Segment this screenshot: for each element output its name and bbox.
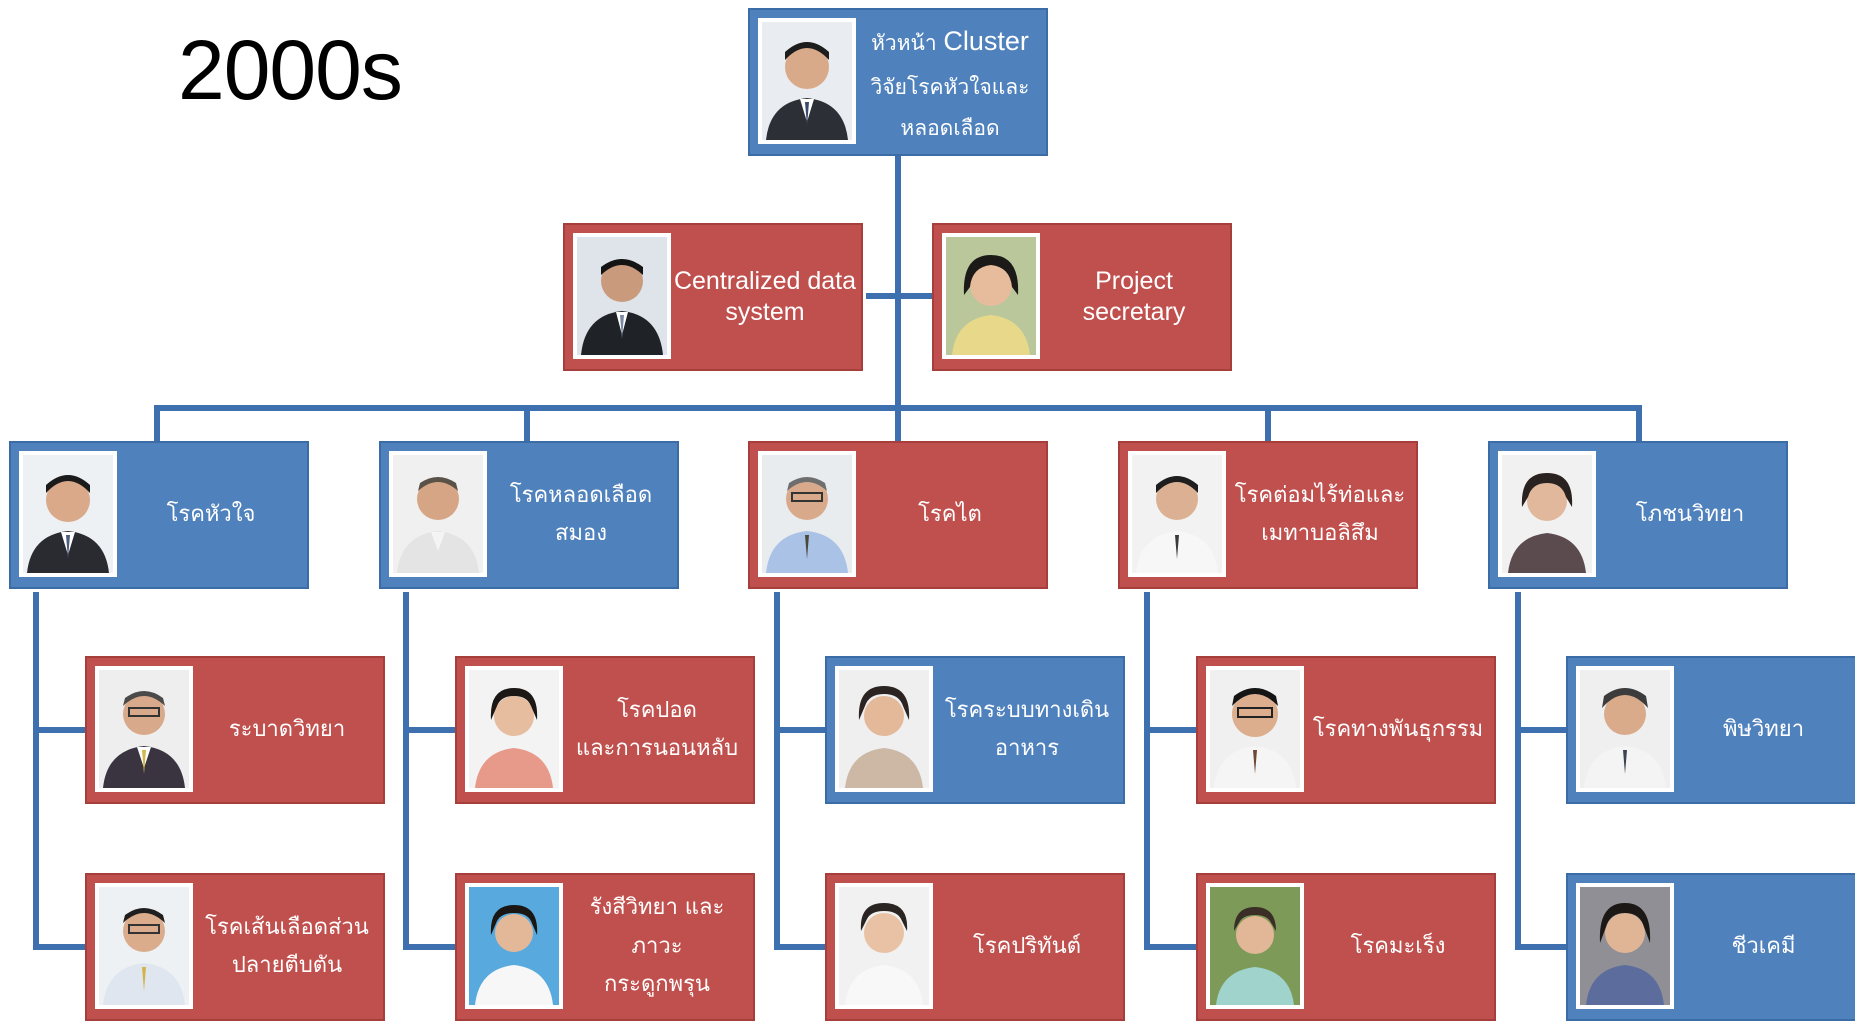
member-node-cancer[interactable]: โรคมะเร็ง bbox=[1196, 873, 1496, 1021]
head-title-line3: หลอดเลือด bbox=[900, 116, 1000, 141]
leader-label-nutrition: โภชนวิทยา bbox=[1635, 501, 1745, 527]
support-photo-data-system bbox=[573, 233, 671, 359]
leader-photo-stroke bbox=[389, 451, 487, 577]
member-label-gastro: โรคระบบทางเดินอาหาร bbox=[944, 697, 1110, 762]
member-node-lung-sleep[interactable]: โรคปอดและการนอนหลับ bbox=[455, 656, 755, 804]
leader-photo-kidney bbox=[758, 451, 856, 577]
member-node-gastro[interactable]: โรคระบบทางเดินอาหาร bbox=[825, 656, 1125, 804]
head-label: หัวหน้า Cluster วิจัยโรคหัวใจและ หลอดเลื… bbox=[858, 10, 1042, 154]
member-label-biochemistry: ชีวเคมี bbox=[1731, 933, 1796, 959]
member-node-biochemistry[interactable]: ชีวเคมี bbox=[1566, 873, 1855, 1021]
member-label-lung-sleep: โรคปอดและการนอนหลับ bbox=[575, 697, 739, 762]
leader-node-kidney[interactable]: โรคไต bbox=[748, 441, 1048, 589]
head-node[interactable]: หัวหน้า Cluster วิจัยโรคหัวใจและ หลอดเลื… bbox=[748, 8, 1048, 156]
leader-node-endocrine[interactable]: โรคต่อมไร้ท่อและเมทาบอลิสึม bbox=[1118, 441, 1418, 589]
leader-label-kidney: โรคไต bbox=[918, 501, 982, 527]
member-label-genetics: โรคทางพันธุกรรม bbox=[1312, 716, 1484, 742]
member-label-periodontal: โรคปริทันต์ bbox=[973, 933, 1081, 959]
head-title-thai: หัวหน้า bbox=[871, 30, 937, 55]
member-node-epidemiology[interactable]: ระบาดวิทยา bbox=[85, 656, 385, 804]
member-photo-cancer bbox=[1206, 883, 1304, 1009]
leader-node-stroke[interactable]: โรคหลอดเลือดสมอง bbox=[379, 441, 679, 589]
member-node-periodontal[interactable]: โรคปริทันต์ bbox=[825, 873, 1125, 1021]
leader-photo-endocrine bbox=[1128, 451, 1226, 577]
leader-label-stroke: โรคหลอดเลือดสมอง bbox=[509, 482, 653, 547]
leader-photo-nutrition bbox=[1498, 451, 1596, 577]
leader-label-cardiology: โรคหัวใจ bbox=[166, 501, 256, 527]
head-title-cluster: Cluster bbox=[943, 25, 1029, 56]
member-photo-gastro bbox=[835, 666, 933, 792]
member-photo-biochemistry bbox=[1576, 883, 1674, 1009]
leader-photo-cardiology bbox=[19, 451, 117, 577]
member-photo-epidemiology bbox=[95, 666, 193, 792]
member-photo-peripheral-vascular bbox=[95, 883, 193, 1009]
member-label-toxicology: พิษวิทยา bbox=[1722, 716, 1805, 742]
era-title: 2000s bbox=[178, 23, 403, 117]
member-photo-radiology bbox=[465, 883, 563, 1009]
member-label-epidemiology: ระบาดวิทยา bbox=[228, 716, 346, 742]
member-photo-toxicology bbox=[1576, 666, 1674, 792]
member-photo-lung-sleep bbox=[465, 666, 563, 792]
member-node-peripheral-vascular[interactable]: โรคเส้นเลือดส่วนปลายตีบตัน bbox=[85, 873, 385, 1021]
member-node-toxicology[interactable]: พิษวิทยา bbox=[1566, 656, 1855, 804]
support-photo-secretary bbox=[942, 233, 1040, 359]
member-node-genetics[interactable]: โรคทางพันธุกรรม bbox=[1196, 656, 1496, 804]
leader-node-nutrition[interactable]: โภชนวิทยา bbox=[1488, 441, 1788, 589]
head-photo bbox=[758, 18, 856, 144]
leader-label-endocrine: โรคต่อมไร้ท่อและเมทาบอลิสึม bbox=[1234, 482, 1406, 547]
member-photo-periodontal bbox=[835, 883, 933, 1009]
member-label-peripheral-vascular: โรคเส้นเลือดส่วนปลายตีบตัน bbox=[205, 914, 369, 979]
leader-node-cardiology[interactable]: โรคหัวใจ bbox=[9, 441, 309, 589]
member-label-cancer: โรคมะเร็ง bbox=[1350, 933, 1446, 959]
member-photo-genetics bbox=[1206, 666, 1304, 792]
head-title-line2: วิจัยโรคหัวใจและ bbox=[870, 75, 1030, 100]
member-node-radiology[interactable]: รังสีวิทยา และภาวะกระดูกพรุน bbox=[455, 873, 755, 1021]
member-label-radiology: รังสีวิทยา และภาวะกระดูกพรุน bbox=[589, 895, 725, 998]
